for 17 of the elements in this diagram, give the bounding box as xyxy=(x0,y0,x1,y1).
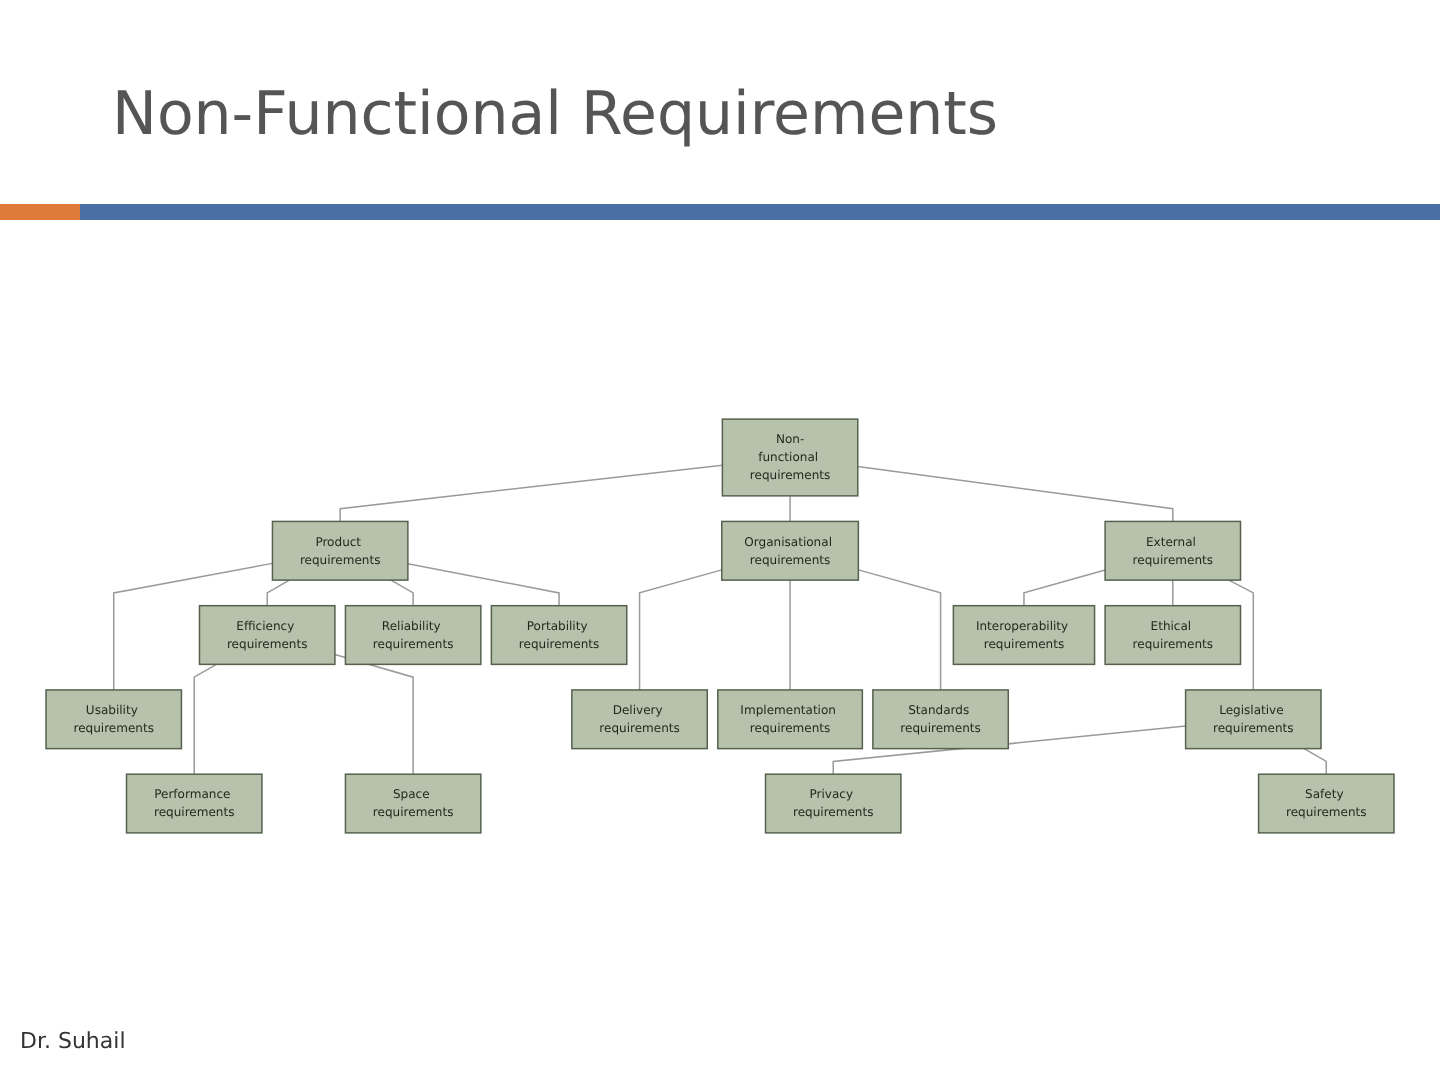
connector xyxy=(390,579,414,607)
connector xyxy=(789,495,791,523)
connector xyxy=(1172,579,1174,607)
connector xyxy=(1228,579,1255,691)
footer-text: Dr. Suhail xyxy=(20,1028,126,1054)
connector xyxy=(339,464,724,523)
connector xyxy=(789,579,791,691)
slide-title: Non-Functional Requirements xyxy=(112,80,999,150)
connector xyxy=(193,663,218,775)
connector xyxy=(266,579,291,607)
connector xyxy=(638,569,723,691)
connector xyxy=(857,569,942,691)
connector xyxy=(1023,569,1106,607)
connector xyxy=(407,563,560,607)
connector xyxy=(1303,747,1328,775)
connector xyxy=(112,562,274,691)
connector xyxy=(857,465,1174,523)
